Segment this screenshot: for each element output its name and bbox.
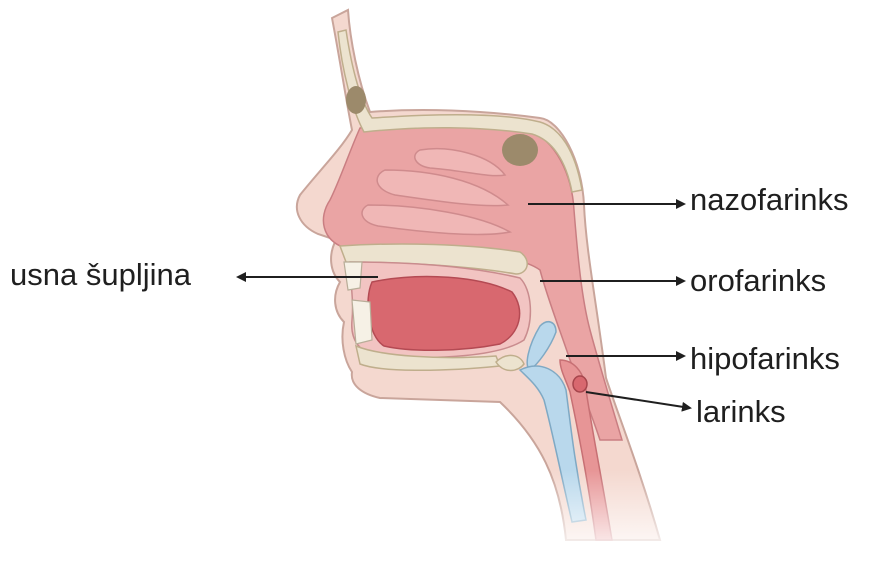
sphenoid-sinus — [502, 134, 538, 166]
label-hipofarinks: hipofarinks — [690, 343, 840, 374]
larynx-ring — [573, 376, 587, 392]
label-usna-supljina: usna šupljina — [10, 259, 191, 290]
frontal-sinus — [346, 86, 366, 114]
lower-teeth — [352, 300, 372, 344]
label-nazofarinks: nazofarinks — [690, 184, 849, 215]
neck-fade — [480, 470, 700, 562]
label-orofarinks: orofarinks — [690, 265, 826, 296]
label-larinks: larinks — [696, 396, 786, 427]
tongue — [368, 277, 520, 351]
